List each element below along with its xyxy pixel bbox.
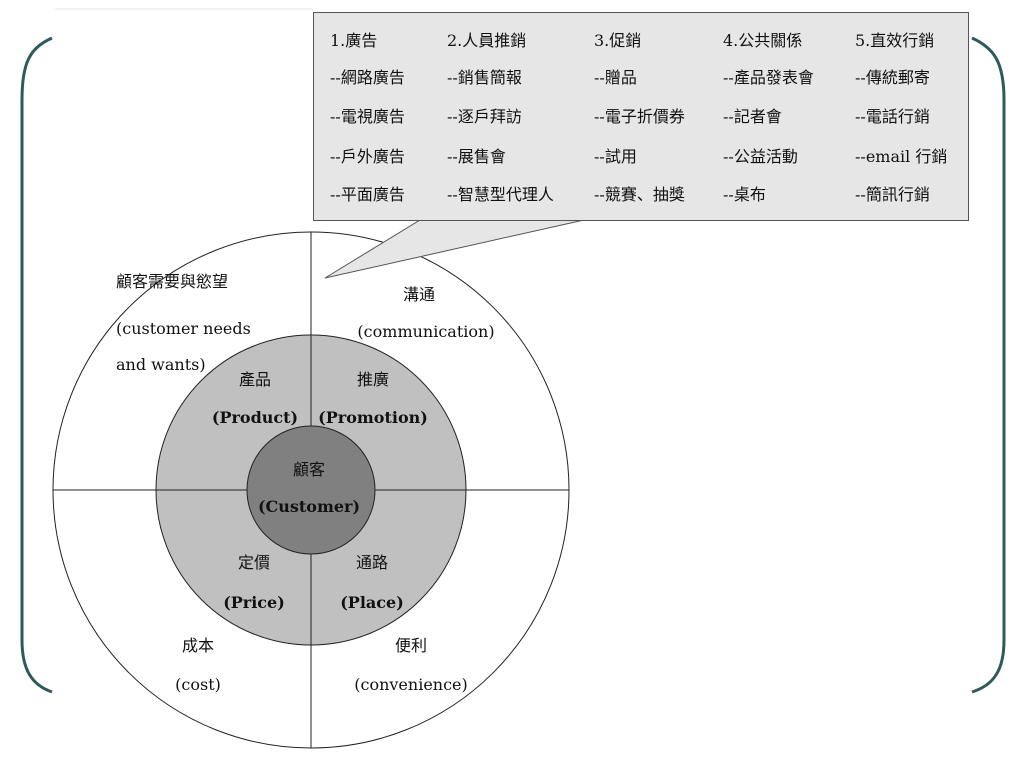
promotion-label-zh: 推廣 (356, 370, 390, 389)
needs-wants-label-zh: 顧客需要與慾望 (116, 272, 229, 291)
promotion-tools-callout: 1.廣告 2.人員推銷 3.促銷 4.公共關係 5.直效行銷 --網路廣告 --… (313, 12, 969, 221)
left-bracket (20, 36, 53, 694)
communication-label-zh: 溝通 (402, 285, 436, 304)
tools-item: --產品發表會 (723, 68, 814, 87)
tools-item: --展售會 (447, 147, 506, 166)
place-label-en: (Place) (340, 593, 404, 612)
place-label-zh: 通路 (355, 553, 389, 572)
cost-label-zh: 成本 (181, 636, 215, 655)
center-circle (246, 425, 376, 555)
price-label-en: (Price) (223, 593, 285, 612)
tools-header-sales-promotion: 3.促銷 (594, 31, 642, 50)
needs-wants-label-en-1: (customer needs (116, 319, 251, 338)
tools-item: --銷售簡報 (447, 68, 522, 87)
customer-label-en: (Customer) (257, 497, 361, 516)
tools-item: --簡訊行銷 (855, 185, 930, 204)
tools-header-advertising: 1.廣告 (330, 31, 378, 50)
tools-item: --網路廣告 (330, 68, 405, 87)
right-bracket (971, 36, 1006, 694)
cost-label-en: (cost) (175, 675, 221, 694)
tools-item: --記者會 (723, 107, 782, 126)
needs-wants-label-en-2: and wants) (116, 355, 206, 374)
tools-item: --平面廣告 (330, 185, 405, 204)
tools-item: --智慧型代理人 (447, 185, 554, 204)
price-label-zh: 定價 (237, 553, 271, 572)
tools-header-public-relations: 4.公共關係 (723, 31, 803, 50)
convenience-label-en: (convenience) (354, 675, 468, 694)
customer-label-zh: 顧客 (292, 460, 326, 479)
tools-item: --傳統郵寄 (855, 68, 930, 87)
tools-item: --贈品 (594, 68, 637, 87)
tools-item: --email 行銷 (855, 147, 948, 166)
product-label-zh: 產品 (238, 370, 272, 389)
product-label-en: (Product) (211, 408, 299, 427)
tools-header-direct-marketing: 5.直效行銷 (855, 31, 935, 50)
tools-item: --電話行銷 (855, 107, 930, 126)
promotion-label-en: (Promotion) (318, 408, 428, 427)
convenience-label-zh: 便利 (394, 636, 428, 655)
tools-item: --電視廣告 (330, 107, 405, 126)
tools-item: --試用 (594, 147, 637, 166)
tools-item: --電子折價券 (594, 107, 685, 126)
tools-item: --公益活動 (723, 147, 798, 166)
tools-item: --戶外廣告 (330, 147, 405, 166)
tools-item: --逐戶拜訪 (447, 107, 522, 126)
communication-label-en: (communication) (357, 322, 495, 341)
tools-header-personal-selling: 2.人員推銷 (447, 31, 527, 50)
tools-item: --桌布 (723, 185, 766, 204)
tools-item: --競賽、抽獎 (594, 185, 685, 204)
